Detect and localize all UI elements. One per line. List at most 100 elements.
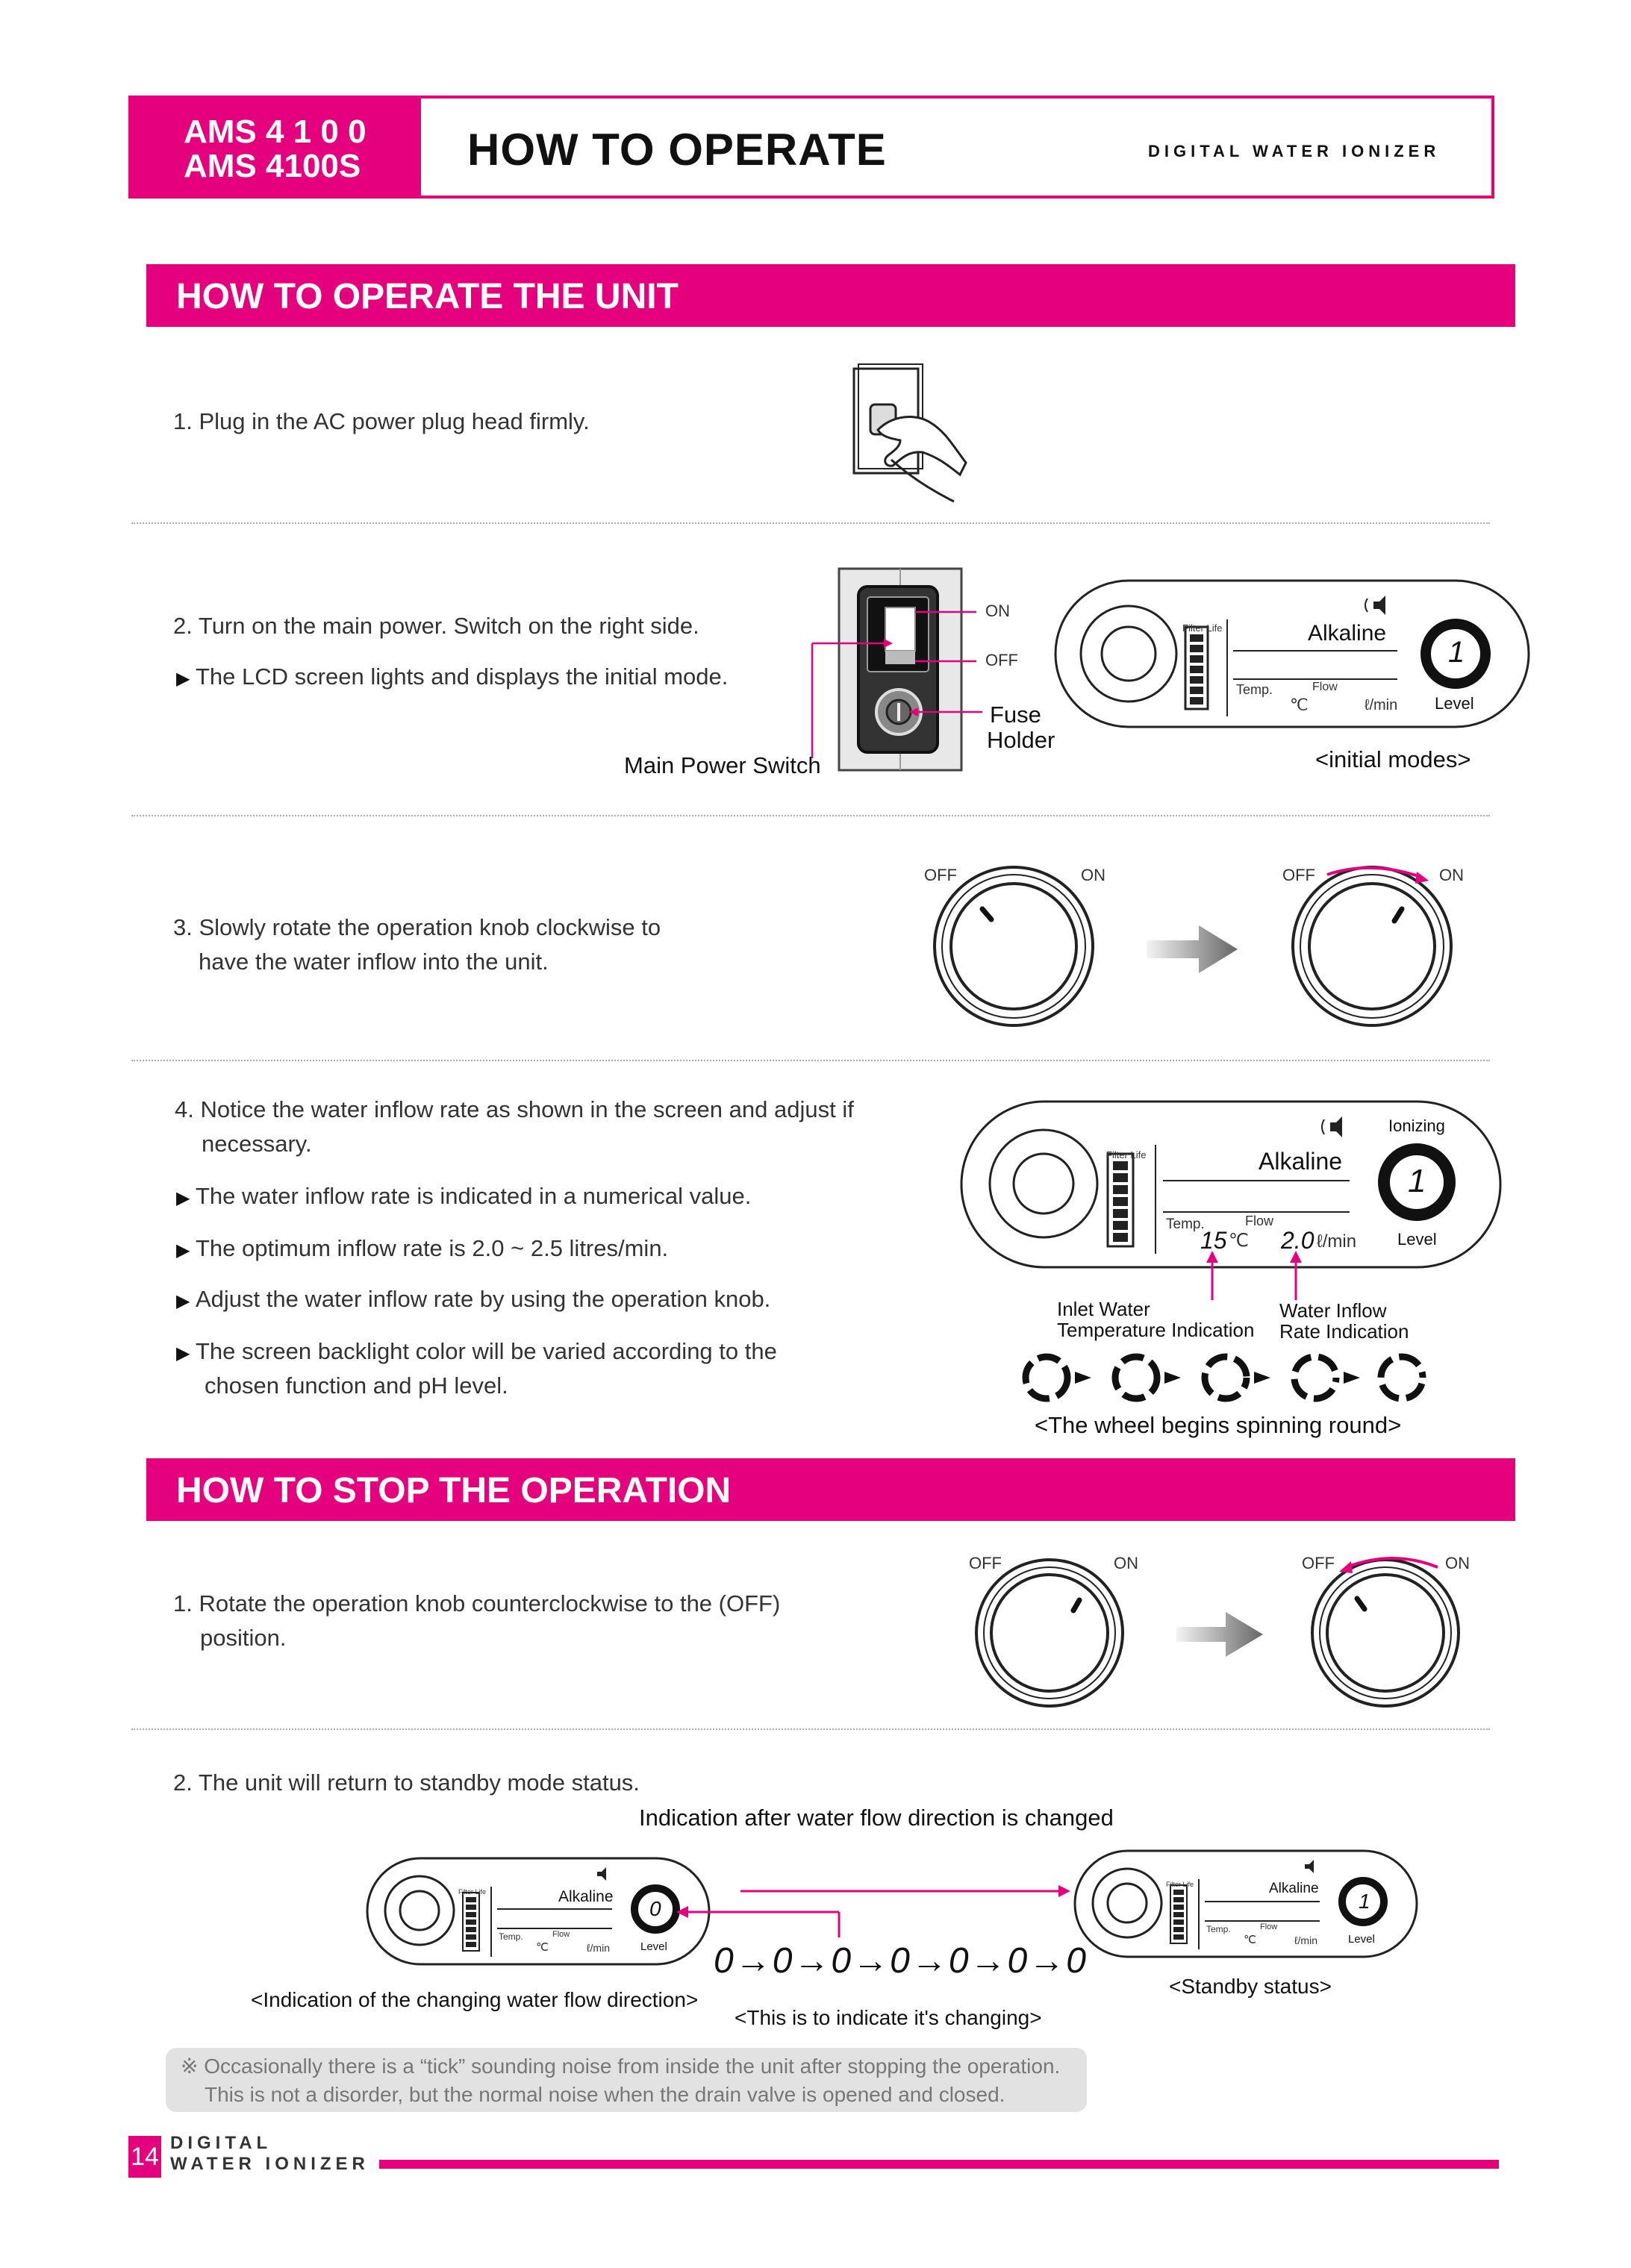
level-ring-icon [631,1884,680,1934]
divider [131,1060,1490,1061]
divider [131,522,1490,524]
changing-caption: <Indication of the changing water flow d… [251,1988,699,2011]
step-4-bullet-cont: chosen function and pH level. [205,1372,508,1399]
divider [131,1728,1490,1730]
arrow-right-icon [1147,925,1238,973]
step-2-text: 2. Turn on the main power. Switch on the… [173,613,699,639]
divider [131,815,1490,816]
wheel-spinning-sequence [1022,1353,1426,1402]
temp-label: Temp. [1166,1216,1205,1232]
level-ring-icon [1421,619,1491,689]
flow-value: 2.0 [1281,1227,1315,1254]
lcd-initial-mode: Filter Life Alkaline Temp. Flow ℃ ℓ/min … [1054,579,1530,728]
step-4-bullet: ▶The optimum inflow rate is 2.0 ~ 2.5 li… [176,1235,669,1261]
inflow-rate-label: Water Inflow Rate Indication [1279,1299,1409,1343]
direction-change-arrows [676,1885,1070,1937]
main-power-switch-label: Main Power Switch [624,752,821,778]
level-label: Level [1348,1933,1375,1946]
temp-unit: ℃ [1244,1934,1256,1946]
knob-off-state [933,866,1094,1027]
flow-label: Flow [552,1930,570,1939]
switch-off-label: OFF [985,651,1018,669]
footer-brand-1: DIGITAL [170,2133,272,2153]
mode-label: Alkaline [1269,1881,1319,1896]
flow-wheel-icon [1079,605,1178,703]
step-4-text-2: necessary. [202,1131,312,1157]
step-1-text: 1. Plug in the AC power plug head firmly… [173,408,590,434]
flow-unit: ℓ/min [1317,1231,1357,1252]
arrow-right-icon [1176,1612,1263,1657]
model-name: AMS 4 1 0 0 [184,113,367,150]
temp-unit: ℃ [1229,1231,1249,1251]
page-title: HOW TO OPERATE [467,125,887,175]
mode-label: Alkaline [1308,621,1387,646]
footer-brand-2: WATER IONIZER [170,2154,369,2174]
filter-life-label: Filter Life [458,1888,487,1896]
fuse-holder-label-1: Fuse [990,702,1041,728]
switch-on-label: ON [985,602,1010,620]
stop-step-2-text: 2. The unit will return to standby mode … [173,1769,640,1796]
level-label: Level [640,1940,667,1953]
knob-off-label: OFF [969,1554,1002,1572]
model-name-s: AMS 4100S [184,148,361,184]
temp-unit: ℃ [536,1941,549,1954]
flow-unit: ℓ/min [1294,1934,1317,1946]
level-digit: 1 [1408,1163,1426,1199]
product-name: DIGITAL WATER IONIZER [1148,142,1441,160]
temp-label: Temp. [499,1931,523,1942]
wheel-caption: <The wheel begins spinning round> [1035,1412,1402,1438]
power-switch-illustration [811,567,982,772]
knob-rotation-clockwise [933,866,1453,1027]
lcd-changing-direction: Filter Life Alkaline Temp. Flow ℃ ℓ/min … [366,1857,711,1966]
temp-label: Temp. [1206,1924,1231,1934]
speaker-icon [597,1867,606,1881]
step-2-bullet: ▶The LCD screen lights and displays the … [176,663,729,690]
changing-digit-sequence: 0→0→0→0→0→0→0 [714,1941,1088,1981]
level-label: Level [1435,694,1474,713]
step-3-text-2: have the water inflow into the unit. [199,949,549,975]
level-ring-icon [1378,1143,1456,1221]
knob-on-label: ON [1439,866,1464,884]
flow-wheel-icon [988,1128,1099,1239]
flow-label: Flow [1260,1922,1278,1931]
speaker-icon [1305,1860,1314,1873]
section-title-stop: HOW TO STOP THE OPERATION [146,1458,1515,1521]
flow-wheel-icon [1091,1867,1163,1939]
temp-value: 15 [1200,1227,1227,1254]
page-number: 14 [128,2136,161,2178]
indicator-arrows [1206,1251,1302,1300]
filter-life-label: Filter Life [1166,1881,1194,1888]
knob-on-label: ON [1445,1554,1470,1572]
speaker-icon [1373,596,1385,615]
knob-off-state [1311,1558,1460,1708]
filter-life-label: Filter Life [1182,622,1223,634]
flow-wheel-icon [384,1875,455,1946]
step-4-bullet: ▶The water inflow rate is indicated in a… [176,1183,752,1209]
fuse-holder-label-2: Holder [987,727,1055,753]
speaker-icon [1330,1116,1342,1137]
flow-label: Flow [1312,681,1338,693]
direction-title: Indication after water flow direction is… [639,1805,1114,1831]
model-badge: AMS 4 1 0 0 AMS 4100S [128,96,421,199]
note-box: ※ Occasionally there is a “tick” soundin… [166,2048,1087,2112]
temp-label: Temp. [1236,682,1273,697]
filter-life-label: Filter Life [1106,1149,1147,1160]
knob-on-label: ON [1081,866,1105,884]
lcd-frame [1073,1849,1418,1958]
stop-step-1-text-1: 1. Rotate the operation knob countercloc… [173,1590,781,1616]
knob-on-state [1291,866,1453,1027]
step-4-bullet: ▶The screen backlight color will be vari… [176,1338,777,1364]
mode-label: Alkaline [558,1888,614,1905]
counterclockwise-arrow-icon [1346,1557,1438,1569]
step-4-bullet: ▶Adjust the water inflow rate by using t… [176,1286,771,1312]
note-line-2: This is not a disorder, but the normal n… [205,2083,1005,2106]
step-4-text-1: 4. Notice the water inflow rate as shown… [175,1096,854,1122]
level-label: Level [1397,1230,1437,1249]
level-digit: 1 [1359,1890,1370,1913]
mode-label: Alkaline [1259,1148,1343,1175]
section-title-operate: HOW TO OPERATE THE UNIT [146,264,1515,327]
plug-illustration [852,363,967,503]
flow-unit: ℓ/min [587,1942,610,1954]
stop-step-1-text-2: position. [200,1625,287,1651]
knob-off-label: OFF [924,866,957,884]
